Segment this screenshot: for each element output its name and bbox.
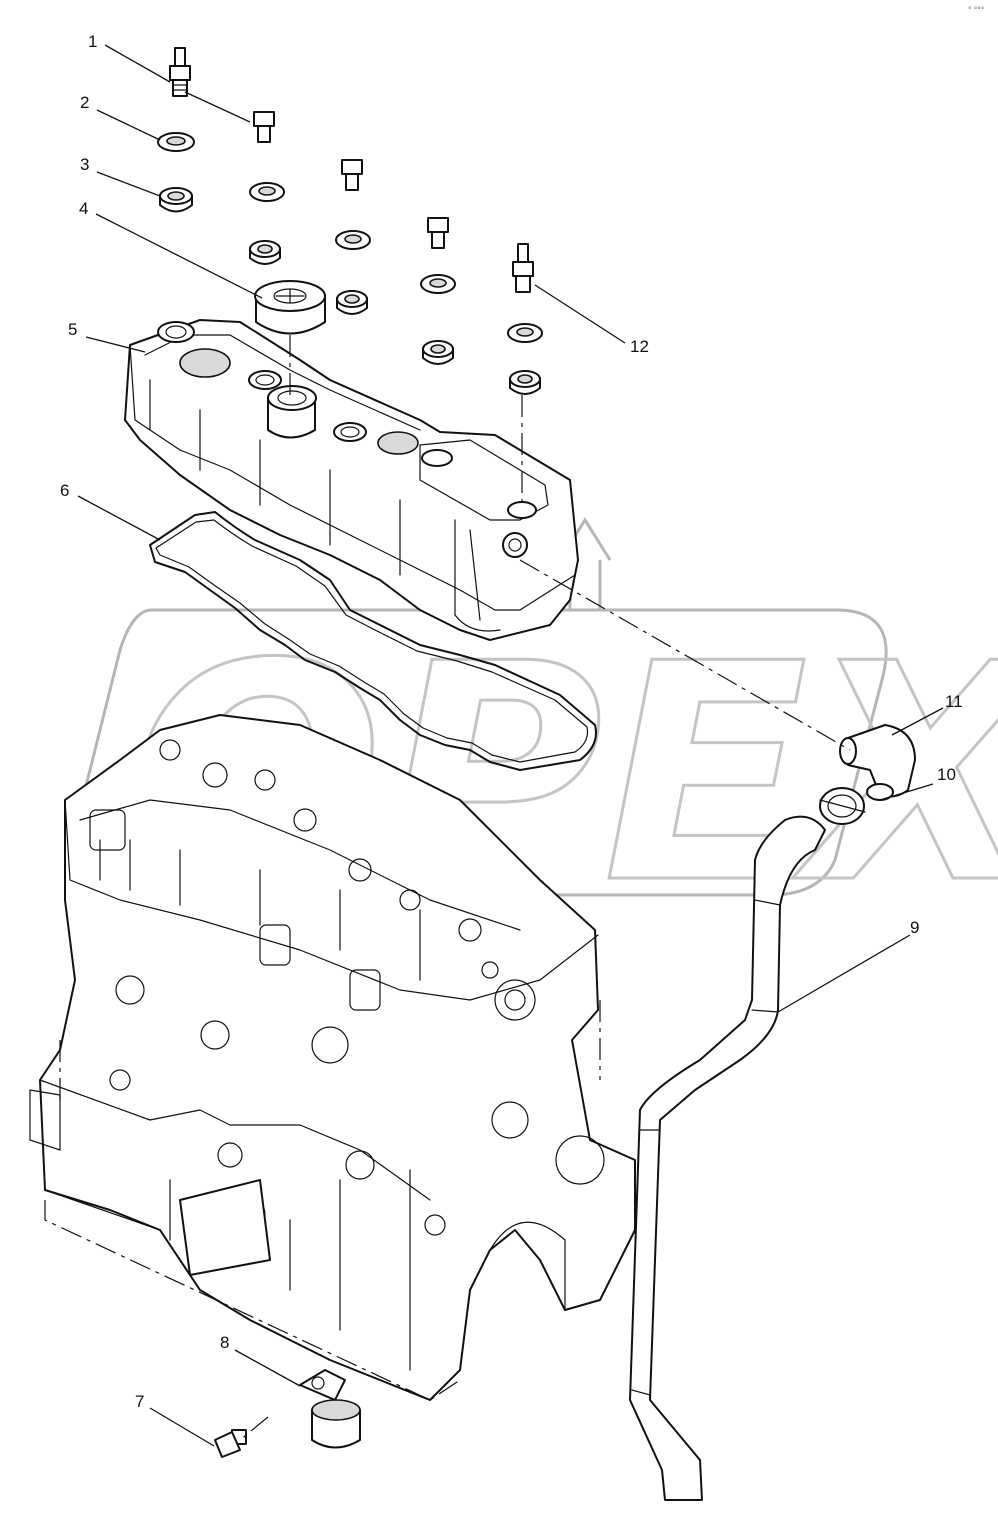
callout-12: 12 bbox=[630, 337, 649, 356]
bolts-and-seals bbox=[157, 47, 543, 395]
callout-11: 11 bbox=[945, 692, 963, 711]
callout-6: 6 bbox=[60, 481, 69, 500]
assembly-lines bbox=[239, 335, 851, 1441]
callout-2: 2 bbox=[80, 93, 89, 112]
engine-block bbox=[29, 714, 636, 1401]
callout-5: 5 bbox=[68, 320, 77, 339]
callout-4: 4 bbox=[79, 199, 88, 218]
rocker-cover bbox=[124, 319, 579, 641]
corner-mark: ° °°° bbox=[968, 6, 984, 14]
callout-7: 7 bbox=[135, 1392, 144, 1411]
breather-hose-assembly bbox=[629, 724, 916, 1501]
callout-9: 9 bbox=[910, 918, 919, 937]
oil-filler-cap bbox=[254, 280, 326, 335]
rocker-cover-gasket bbox=[149, 511, 597, 771]
callout-10: 10 bbox=[937, 765, 956, 784]
callouts: 1 2 3 4 5 6 7 8 9 10 11 12 bbox=[60, 32, 963, 1411]
callout-1: 1 bbox=[88, 32, 97, 51]
bracket-and-bolt bbox=[214, 1369, 361, 1458]
callout-8: 8 bbox=[220, 1333, 229, 1352]
leader-lines bbox=[77, 44, 944, 1447]
callout-3: 3 bbox=[80, 155, 89, 174]
